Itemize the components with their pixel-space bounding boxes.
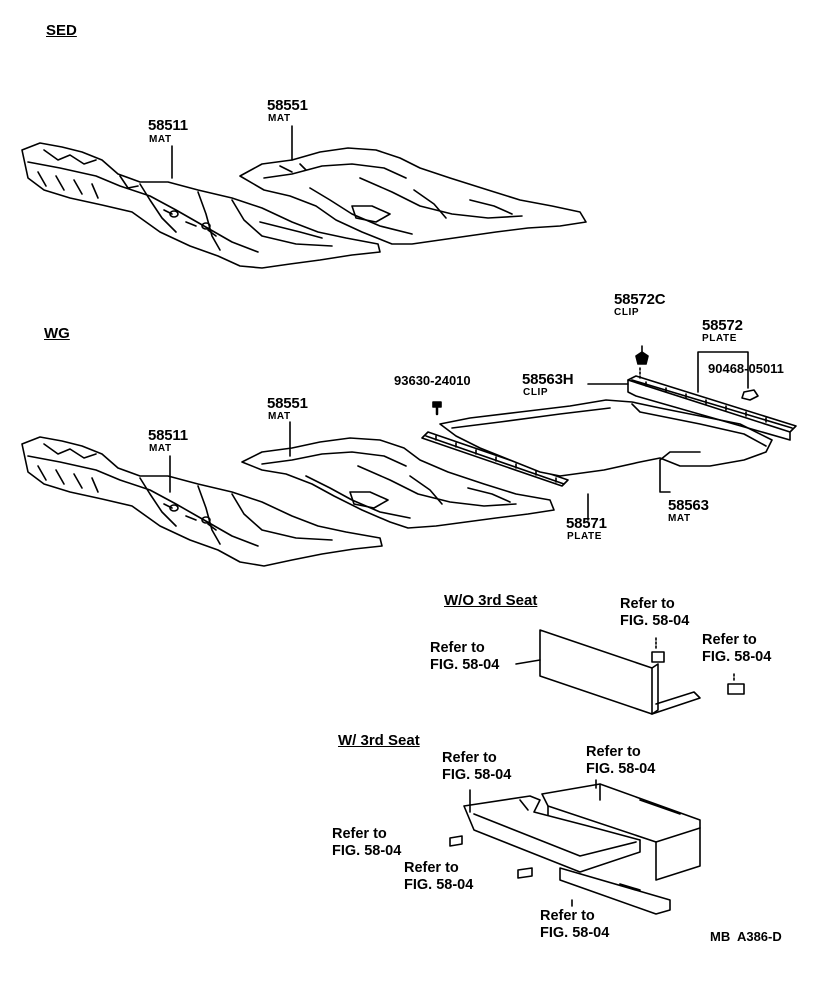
wg-nut-shape [741, 389, 759, 401]
wg-upper-plate-number: 58572 [702, 317, 743, 334]
reference-note: Refer to FIG. 58-04 [332, 826, 401, 860]
reference-line: FIG. 58-04 [430, 657, 500, 673]
reference-note: Refer to FIG. 58-04 [540, 908, 609, 942]
section-label-wg: WG [44, 325, 70, 342]
reference-line: FIG. 58-04 [442, 767, 512, 783]
wg-rear-mat-shape [241, 437, 555, 529]
reference-line: FIG. 58-04 [586, 761, 656, 777]
wg-rear-mat-number: 58551 [267, 395, 308, 412]
w-3rd-seat-frame-shape [463, 795, 641, 873]
wg-lower-plate-name: PLATE [567, 531, 603, 542]
wg-clip-h-number: 58563H [522, 371, 574, 388]
wg-clip-c-name: CLIP [614, 307, 640, 318]
sed-rear-mat-number: 58551 [267, 97, 308, 114]
wg-clip-h-name: CLIP [523, 387, 549, 398]
wg-cargo-mat-number: 58563 [668, 497, 709, 514]
sed-rear-mat-shape [239, 147, 587, 245]
reference-note: Refer to FIG. 58-04 [404, 860, 473, 894]
wg-clip-c-number: 58572C [614, 291, 666, 308]
reference-note: Refer to FIG. 58-04 [586, 744, 655, 778]
sed-front-mat-number: 58511 [148, 117, 188, 134]
wg-screw-number: 93630-24010 [394, 373, 471, 388]
wo-3rd-seat-clip-shape [651, 637, 665, 663]
wg-upper-plate-name: PLATE [702, 333, 738, 344]
w-3rd-seat-bracket-shape [559, 867, 671, 915]
section-label-w-3rd-seat: W/ 3rd Seat [338, 732, 420, 749]
section-label-wo-3rd-seat: W/O 3rd Seat [444, 592, 538, 609]
reference-line: Refer to [404, 860, 459, 876]
reference-line: FIG. 58-04 [620, 613, 690, 629]
reference-line: Refer to [540, 908, 595, 924]
reference-line: FIG. 58-04 [404, 877, 474, 893]
reference-line: Refer to [702, 632, 757, 648]
reference-line: Refer to [430, 640, 485, 656]
sed-front-mat-shape [21, 142, 381, 269]
reference-note: Refer to FIG. 58-04 [702, 632, 771, 666]
wg-front-mat-name: MAT [149, 443, 172, 454]
sed-rear-mat-name: MAT [268, 113, 291, 124]
wo-3rd-seat-fastener-shape [727, 673, 745, 695]
leader-line [659, 459, 671, 493]
reference-note: Refer to FIG. 58-04 [620, 596, 689, 630]
reference-line: Refer to [332, 826, 387, 842]
wg-rear-mat-name: MAT [268, 411, 291, 422]
figure-code: MB A386-D [710, 929, 782, 944]
wg-front-mat-shape [21, 436, 383, 567]
w-3rd-seat-box-shape [541, 783, 701, 881]
reference-note: Refer to FIG. 58-04 [442, 750, 511, 784]
wg-cargo-mat-name: MAT [668, 513, 691, 524]
wg-cargo-mat-shape [439, 399, 773, 477]
reference-line: Refer to [442, 750, 497, 766]
wg-screw-shape [432, 401, 442, 416]
section-label-sed: SED [46, 22, 77, 39]
reference-line: FIG. 58-04 [540, 925, 610, 941]
wg-upper-plate-shape [627, 375, 797, 441]
reference-line: Refer to [620, 596, 675, 612]
reference-line: FIG. 58-04 [702, 649, 772, 665]
sed-front-mat-name: MAT [149, 134, 172, 145]
w-3rd-seat-small-part-shape [449, 835, 533, 879]
reference-line: FIG. 58-04 [332, 843, 402, 859]
reference-note: Refer to FIG. 58-04 [430, 640, 499, 674]
wo-3rd-seat-panel-shape [515, 629, 701, 715]
leader-line [697, 351, 749, 393]
wg-clip-shape [635, 351, 649, 365]
wg-nut-number: 90468-05011 [708, 361, 784, 376]
wg-lower-plate-shape [421, 431, 569, 487]
reference-line: Refer to [586, 744, 641, 760]
wg-lower-plate-number: 58571 [566, 515, 607, 532]
wg-front-mat-number: 58511 [148, 427, 188, 444]
